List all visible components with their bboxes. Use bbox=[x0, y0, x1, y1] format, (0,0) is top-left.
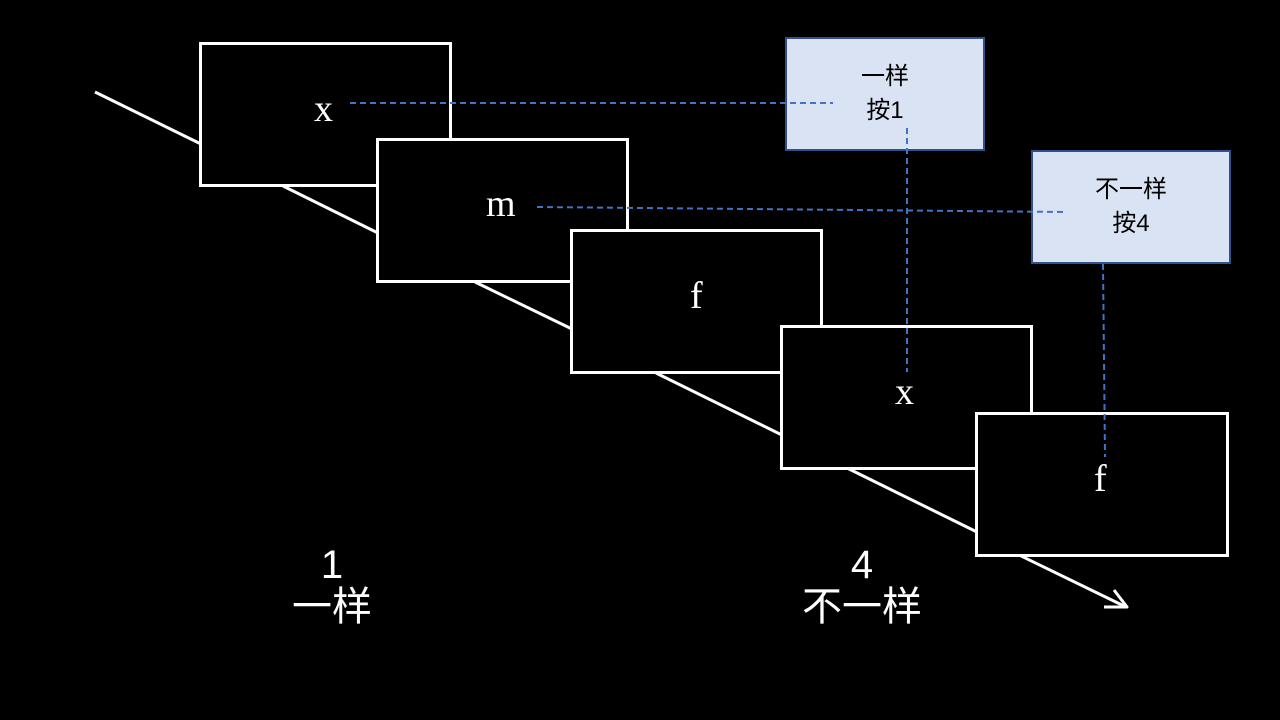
key-label-same: 1 一样 bbox=[232, 544, 432, 628]
key-label-same-meaning: 一样 bbox=[292, 585, 372, 629]
frame-letter: f bbox=[690, 275, 703, 317]
timeline-segment bbox=[94, 90, 206, 148]
key-label-different-meaning: 不一样 bbox=[802, 585, 922, 629]
timeline-arrow-shaft bbox=[1014, 551, 1125, 608]
key-label-same-key: 1 bbox=[320, 543, 344, 587]
callout-different-line2: 按4 bbox=[1112, 210, 1150, 237]
callout-same: 一样 按1 bbox=[785, 37, 985, 151]
timeline-segment bbox=[474, 280, 575, 332]
key-label-different-key: 4 bbox=[850, 543, 874, 587]
stimulus-frame-5 bbox=[975, 412, 1229, 557]
timeline-segment bbox=[282, 184, 381, 236]
callout-different-line1: 不一样 bbox=[1095, 176, 1167, 203]
timeline-arrow-head bbox=[1104, 589, 1129, 609]
callout-different: 不一样 按4 bbox=[1031, 150, 1231, 264]
frame-letter: x bbox=[314, 88, 333, 130]
key-label-different: 4 不一样 bbox=[762, 544, 962, 628]
callout-same-line1: 一样 bbox=[861, 63, 909, 90]
callout-same-line2: 按1 bbox=[866, 97, 904, 124]
frame-letter: f bbox=[1094, 458, 1107, 500]
timeline-segment bbox=[844, 465, 980, 535]
frame-letter: m bbox=[486, 183, 516, 225]
timeline-segment bbox=[655, 371, 785, 438]
frame-letter: x bbox=[895, 371, 914, 413]
